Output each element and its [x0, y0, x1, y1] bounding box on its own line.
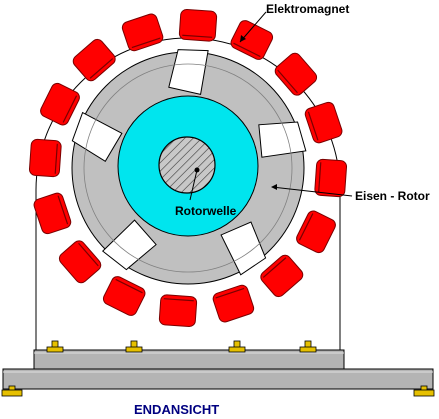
electromagnet [274, 52, 318, 96]
bolt [228, 340, 246, 353]
rotor-inner-edge [83, 63, 293, 273]
electromagnet [304, 101, 343, 144]
base-bottom-rail [2, 368, 434, 390]
electromagnet [58, 240, 102, 284]
electromagnet [230, 20, 274, 60]
electromagnet [314, 158, 348, 198]
rotor-notch [168, 49, 209, 95]
base-plate [2, 349, 434, 390]
electromagnet [40, 82, 80, 126]
label-iron-rotor: Eisen - Rotor [355, 189, 430, 203]
bolt [299, 340, 317, 353]
label-rotor-shaft: Rotorwelle [175, 204, 237, 218]
leader-electromagnet-arrow [240, 35, 246, 42]
electromagnet [28, 138, 62, 178]
bolt [125, 340, 143, 353]
leader-electromagnet [239, 11, 267, 43]
rotor-notch [71, 111, 123, 163]
electromagnet [158, 294, 198, 328]
rotor-notch [101, 219, 157, 271]
electromagnet [102, 276, 146, 316]
rotor-notches [71, 49, 307, 276]
bolt [413, 385, 435, 397]
mounting-bolts [1, 340, 435, 397]
label-end-view: ENDANSICHT [134, 402, 219, 417]
leader-rotor [271, 186, 353, 197]
electromagnet [33, 192, 72, 235]
leader-rotor-arrow [271, 184, 277, 190]
electromagnet [296, 210, 336, 254]
electromagnet [260, 254, 304, 298]
electromagnet [212, 284, 255, 323]
bolt [46, 340, 64, 353]
leader-shaft [189, 169, 198, 201]
electromagnet [72, 38, 116, 82]
electromagnet [178, 8, 218, 42]
electromagnet-ring [28, 8, 348, 328]
bolt [1, 385, 23, 397]
rotor-notch [220, 221, 267, 276]
electromagnet [121, 13, 164, 52]
label-electromagnet: Elektromagnet [266, 2, 349, 16]
rotor-notch [258, 121, 307, 158]
rotor-shaft [158, 136, 216, 194]
